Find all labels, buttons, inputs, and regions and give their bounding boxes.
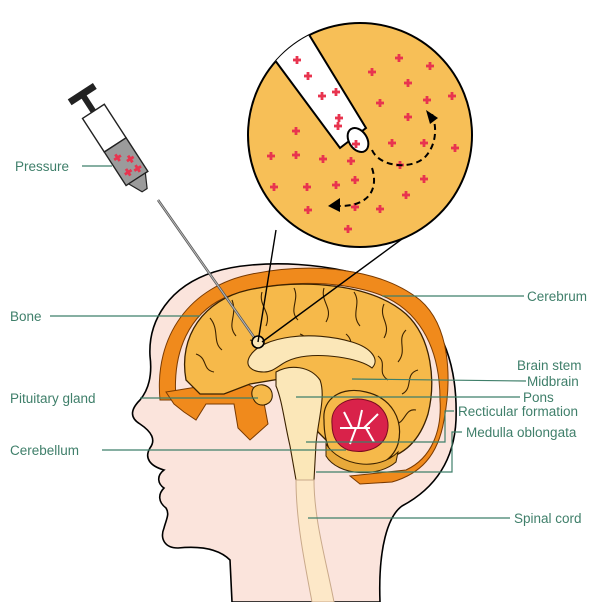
label-pons: Pons (523, 390, 554, 405)
label-midbrain: Midbrain (527, 374, 579, 389)
label-pressure: Pressure (15, 159, 69, 174)
label-pituitary-gland: Pituitary gland (10, 391, 96, 406)
label-cerebellum: Cerebellum (10, 443, 79, 458)
label-spinal-cord: Spinal cord (514, 511, 582, 526)
label-cerebrum: Cerebrum (527, 289, 587, 304)
cerebellum-arbor (332, 399, 388, 451)
label-recticular-formation: Recticular formation (458, 404, 578, 419)
magnified-view (248, 10, 472, 247)
pituitary-gland (252, 385, 272, 405)
label-bone: Bone (10, 309, 42, 324)
syringe-icon (68, 83, 256, 340)
label-medulla-oblongata: Medulla oblongata (466, 425, 577, 440)
label-brain-stem: Brain stem (517, 358, 582, 373)
